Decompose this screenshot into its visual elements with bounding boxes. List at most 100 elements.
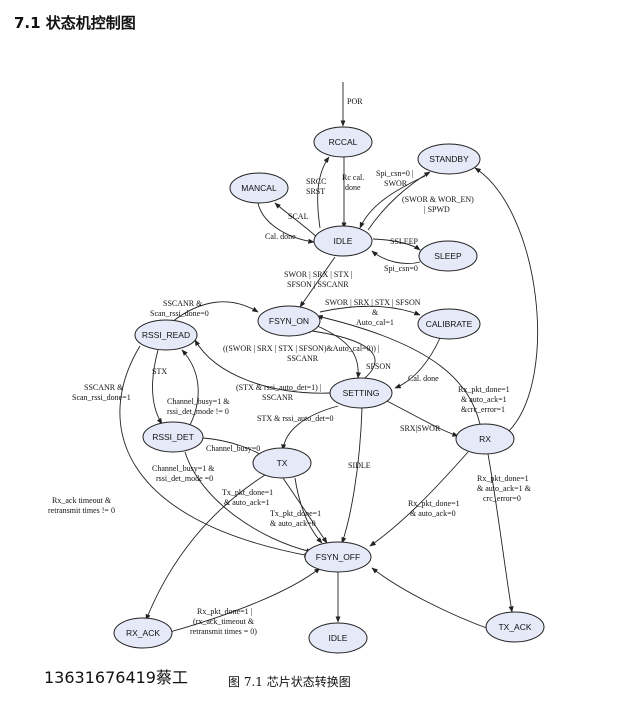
label-spi-cs0: Spi_csn=0 | [376, 169, 413, 178]
edge-idle-sleep [372, 238, 421, 251]
label-rc-cal: Rc cal. [342, 173, 364, 182]
label-fs-cal2: & [372, 308, 379, 317]
label-tx-done-ack2: & auto_ack=1 [224, 498, 270, 507]
edge-tx-fsynoff-noack [282, 477, 328, 544]
state-tx: TX [252, 447, 312, 479]
edge-idle-standby [367, 171, 431, 231]
state-fsyn-on-label: FSYN_ON [269, 316, 309, 326]
label-sscanr-done1: SSCANR & [84, 383, 124, 392]
label-rxack-off2: (rx_ack_timeout & [193, 617, 255, 626]
label-stx-rssi0: STX & rssi_auto_det=0 [257, 414, 334, 423]
label-rx-txack3: crc_error=0 [483, 494, 521, 503]
state-idle-bottom-label: IDLE [329, 633, 348, 643]
state-rssi-det-label: RSSI_DET [152, 432, 194, 442]
label-chan2: rssi_det_mode != 0 [167, 407, 229, 416]
label-tx-done-noack2: & auto_ack=0 [270, 519, 316, 528]
edge-rssidet-rssiread [181, 349, 199, 426]
edge-idle-mancal [274, 202, 319, 239]
edge-sleep-idle [371, 250, 421, 264]
edge-rssiread-fsynon [171, 301, 259, 323]
figure-caption: 图 7.1 芯片状态转换图 [228, 675, 351, 689]
label-set-rssi1: (STX & rssi_auto_det=1) | [236, 383, 321, 392]
label-rx-ack-to2: retransmit times != 0 [48, 506, 115, 515]
label-rx-back3: &crc_error=1 [461, 405, 505, 414]
label-rc-done: done [345, 183, 361, 192]
state-rccal: RCCAL [313, 126, 373, 158]
label-por: POR [347, 97, 363, 106]
edge-idle-rccal [317, 156, 330, 229]
label-sidle: SIDLE [348, 461, 371, 470]
state-calibrate-label: CALIBRATE [426, 319, 473, 329]
edge-setting-rx [384, 399, 459, 437]
label-sscanr2: Scan_rssi_done=0 [150, 309, 209, 318]
edge-rx-txack [487, 453, 514, 613]
state-tx-ack-label: TX_ACK [498, 622, 531, 632]
state-idle-bottom: IDLE [308, 622, 368, 654]
edge-fsynon-setting [314, 324, 361, 379]
label-tx-done-ack1: Tx_pkt_done=1 [222, 488, 273, 497]
edge-setting-fsynoff [341, 407, 363, 544]
edge-setting-fsynon [304, 328, 376, 379]
state-rssi-det: RSSI_DET [142, 421, 204, 453]
state-rx-label: RX [479, 434, 491, 444]
state-standby: STANDBY [417, 143, 481, 175]
label-idle-fs2: SFSON | SSCANR [287, 280, 349, 289]
label-idle-fs1: SWOR | SRX | STX | [284, 270, 353, 279]
label-rx-done-noack1: Rx_pkt_done=1 [408, 499, 460, 508]
edge-tx-fsynoff-ack [294, 477, 323, 544]
label-set-rssi2: SSCANR [262, 393, 294, 402]
state-standby-label: STANDBY [429, 154, 469, 164]
state-sleep-label: SLEEP [434, 251, 462, 261]
label-srcc: SRCC [306, 177, 326, 186]
label-chan-busy0: Channel_busy=0 [206, 444, 260, 453]
label-set-fs2: SSCANR [287, 354, 319, 363]
state-fsyn-off-label: FSYN_OFF [316, 552, 360, 562]
transitions [119, 82, 539, 633]
label-fs-cal1: SWOR | SRX | STX | SFSON [325, 298, 421, 307]
label-srx-swor: SRX|SWOR [400, 424, 441, 433]
edge-standby-idle [359, 175, 426, 229]
label-rx-txack2: & auto_ack=1 & [477, 484, 532, 493]
edge-rxack-fsynoff [169, 567, 321, 633]
state-idle: IDLE [313, 225, 373, 257]
label-ssleep: SSLEEP [390, 237, 419, 246]
label-rx-back2: & auto_ack=1 [461, 395, 507, 404]
label-cal-done-r: Cal. done [408, 374, 439, 383]
state-mancal-label: MANCAL [241, 183, 277, 193]
state-rccal-label: RCCAL [329, 137, 358, 147]
state-fsyn-on: FSYN_ON [257, 305, 321, 337]
label-sscanr1: SSCANR & [163, 299, 203, 308]
edge-setting-tx [281, 405, 339, 451]
label-scal: SCAL [288, 212, 309, 221]
edge-rx-fsynoff [369, 451, 469, 547]
label-chan-busy-m2: rssi_det_mode =0 [156, 474, 213, 483]
edge-idle-fsynon [299, 256, 336, 308]
label-rx-done-noack2: & auto_ack=0 [410, 509, 456, 518]
label-chan1: Channel_busy=1 & [167, 397, 230, 406]
label-rx-back1: Rx_pkt_done=1 [458, 385, 510, 394]
state-rssi-read-label: RSSI_READ [142, 330, 190, 340]
edge-rx-standby [474, 167, 539, 433]
contact-text: 13631676419蔡工 [44, 668, 188, 687]
label-tx-done-noack1: Tx_pkt_done=1 [270, 509, 321, 518]
state-rx: RX [455, 423, 515, 455]
state-tx-label: TX [277, 458, 288, 468]
state-setting-label: SETTING [343, 388, 380, 398]
label-rx-ack-to1: Rx_ack timeout & [52, 496, 112, 505]
state-tx-ack: TX_ACK [485, 611, 545, 643]
edge-setting-rssiread [194, 339, 331, 394]
label-swor-wor-en: (SWOR & WOR_EN) [402, 195, 474, 204]
edge-calibrate-setting [394, 337, 441, 389]
edge-rssiread-rssidet [151, 349, 163, 425]
label-swor: SWOR [384, 179, 408, 188]
state-fsyn-off: FSYN_OFF [304, 541, 372, 573]
label-set-fs1: ((SWOR | SRX | STX | SFSON)&Auto_cal=0))… [223, 344, 379, 353]
label-chan-busy-m1: Channel_busy=1 & [152, 464, 215, 473]
state-setting: SETTING [329, 377, 393, 409]
edge-rx-fsynon [316, 314, 481, 425]
label-stx: STX [152, 367, 167, 376]
label-cal-done-l: Cal. done [265, 232, 296, 241]
label-rx-txack1: Rx_pkt_done=1 [477, 474, 529, 483]
edge-txack-fsynoff [371, 567, 493, 631]
